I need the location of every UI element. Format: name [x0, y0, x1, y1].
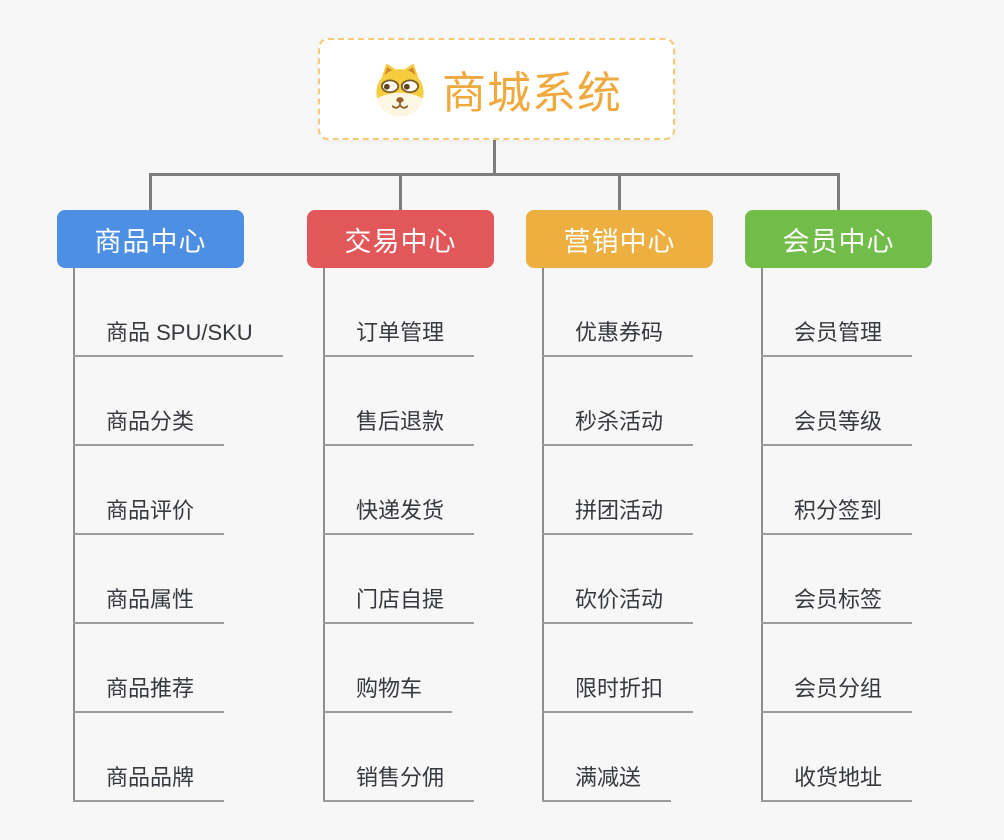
branch-node-marketing-center[interactable]: 营销中心 — [526, 210, 713, 268]
leaf-node[interactable]: 积分签到 — [761, 497, 913, 535]
root-node[interactable]: 商城系统 — [318, 38, 675, 140]
leaf-node[interactable]: 订单管理 — [323, 319, 475, 357]
connector-drop-trade — [399, 173, 402, 211]
branch-node-trade-center[interactable]: 交易中心 — [307, 210, 494, 268]
leaf-node[interactable]: 商品 SPU/SKU — [73, 319, 283, 357]
leaf-node[interactable]: 商品推荐 — [73, 675, 225, 713]
leaf-node[interactable]: 商品属性 — [73, 586, 225, 624]
leaf-node[interactable]: 会员等级 — [761, 408, 913, 446]
leaf-node[interactable]: 秒杀活动 — [542, 408, 694, 446]
connector-drop-member — [837, 173, 840, 211]
branch-member-center: 会员中心 会员管理 会员等级 积分签到 会员标签 会员分组 收货地址 — [745, 210, 932, 802]
branch-trade-center: 交易中心 订单管理 售后退款 快递发货 门店自提 购物车 销售分佣 — [307, 210, 494, 802]
leaf-node[interactable]: 购物车 — [323, 675, 453, 713]
leaf-node[interactable]: 商品评价 — [73, 497, 225, 535]
root-title: 商城系统 — [442, 69, 622, 118]
leaf-node[interactable]: 限时折扣 — [542, 675, 694, 713]
connector-drop-marketing — [618, 173, 621, 211]
leaf-node[interactable]: 售后退款 — [323, 408, 475, 446]
branch-marketing-center: 营销中心 优惠券码 秒杀活动 拼团活动 砍价活动 限时折扣 满减送 — [526, 210, 713, 802]
leaf-node[interactable]: 商品品牌 — [73, 764, 225, 802]
leaf-node[interactable]: 满减送 — [542, 764, 672, 802]
branch-node-product-center[interactable]: 商品中心 — [57, 210, 244, 268]
leaf-node[interactable]: 拼团活动 — [542, 497, 694, 535]
branch-product-center: 商品中心 商品 SPU/SKU 商品分类 商品评价 商品属性 商品推荐 商品品牌 — [57, 210, 283, 802]
leaf-node[interactable]: 商品分类 — [73, 408, 225, 446]
leaf-node[interactable]: 门店自提 — [323, 586, 475, 624]
connector-drop-product — [149, 173, 152, 211]
leaf-node[interactable]: 会员管理 — [761, 319, 913, 357]
doge-icon — [371, 60, 429, 118]
leaf-node[interactable]: 销售分佣 — [323, 764, 475, 802]
leaf-node[interactable]: 砍价活动 — [542, 586, 694, 624]
connector-horizontal-bar — [149, 173, 840, 176]
leaf-node[interactable]: 会员标签 — [761, 586, 913, 624]
leaf-node[interactable]: 快递发货 — [323, 497, 475, 535]
branch-node-member-center[interactable]: 会员中心 — [745, 210, 932, 268]
leaf-node[interactable]: 收货地址 — [761, 764, 913, 802]
leaf-node[interactable]: 会员分组 — [761, 675, 913, 713]
connector-root-stem — [493, 140, 496, 175]
leaf-node[interactable]: 优惠券码 — [542, 319, 694, 357]
